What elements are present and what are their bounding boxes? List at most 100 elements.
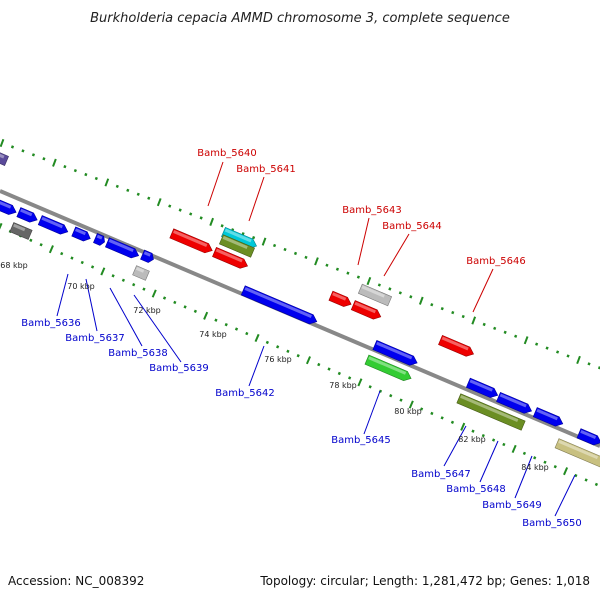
outer-tick-mark bbox=[440, 307, 444, 311]
outer-tick-mark bbox=[409, 295, 413, 299]
outer-tick-mark bbox=[388, 287, 392, 291]
outer-tick-mark bbox=[418, 296, 424, 305]
kbp-label: 84 kbp bbox=[521, 463, 549, 472]
gene-label: Bamb_5643 bbox=[342, 205, 402, 216]
label-leader bbox=[248, 176, 265, 222]
outer-tick-mark bbox=[21, 149, 25, 153]
gene-arrow bbox=[240, 285, 318, 325]
outer-tick-mark bbox=[73, 168, 77, 173]
inner-tick-mark bbox=[327, 367, 331, 371]
inner-tick-mark bbox=[543, 460, 547, 464]
inner-tick-mark bbox=[265, 340, 269, 345]
kbp-label: 72 kbp bbox=[133, 306, 161, 315]
inner-tick-mark bbox=[224, 322, 228, 327]
kbp-label: 80 kbp bbox=[394, 407, 422, 416]
inner-tick-mark bbox=[245, 331, 249, 336]
gene-label: Bamb_5644 bbox=[382, 221, 442, 232]
gene-arrow bbox=[212, 246, 248, 269]
gene-label: Bamb_5649 bbox=[482, 500, 542, 511]
outer-tick-mark bbox=[566, 354, 570, 358]
inner-tick-mark bbox=[70, 256, 74, 260]
gene-arrow bbox=[357, 283, 393, 307]
topology-value: circular bbox=[320, 574, 365, 588]
label-leader-lines bbox=[56, 161, 576, 517]
outer-tick-mark bbox=[471, 316, 477, 325]
inner-tick-mark bbox=[142, 287, 146, 291]
outer-tick-mark bbox=[104, 178, 110, 187]
inner-tick-mark bbox=[430, 411, 434, 416]
label-leader bbox=[443, 425, 467, 467]
label-leader bbox=[85, 278, 98, 332]
outer-tick-mark bbox=[461, 314, 465, 319]
inner-tick-mark bbox=[173, 300, 177, 305]
gene-label: Bamb_5639 bbox=[149, 363, 209, 374]
inner-tick-mark bbox=[254, 333, 260, 343]
gene-arrow bbox=[140, 249, 154, 263]
outer-tick-mark bbox=[555, 350, 560, 354]
gene-arrow bbox=[0, 198, 17, 215]
inner-tick-mark bbox=[533, 456, 537, 460]
inner-tick-mark bbox=[203, 311, 209, 320]
outer-tick-mark bbox=[178, 208, 182, 212]
kbp-label: 68 kbp bbox=[0, 261, 28, 270]
inner-tick-track bbox=[0, 222, 599, 487]
gene-arrow bbox=[0, 152, 9, 166]
inner-tick-mark bbox=[440, 416, 444, 420]
inner-tick-mark bbox=[48, 245, 54, 254]
stats-footer: Topology: circular; Length: 1,281,472 bp… bbox=[260, 574, 590, 588]
inner-tick-mark bbox=[29, 238, 33, 242]
kbp-label: 78 kbp bbox=[329, 381, 357, 390]
outer-tick-mark bbox=[220, 224, 224, 228]
gene-arrow bbox=[219, 234, 255, 258]
inner-tick-mark bbox=[522, 451, 527, 456]
accession-footer: Accession: NC_008392 bbox=[8, 574, 144, 588]
outer-tick-mark bbox=[535, 342, 539, 346]
inner-tick-mark bbox=[100, 267, 106, 276]
gene-arrow bbox=[93, 233, 105, 246]
outer-tick-mark bbox=[366, 276, 372, 286]
outer-tick-mark bbox=[0, 138, 5, 148]
inner-tick-mark bbox=[296, 354, 300, 358]
gene-arrow bbox=[37, 215, 69, 235]
gene-arrow bbox=[350, 300, 382, 320]
label-leader bbox=[472, 268, 494, 313]
inner-tick-mark bbox=[132, 283, 136, 287]
inner-tick-mark bbox=[90, 265, 95, 269]
inner-tick-mark bbox=[60, 251, 64, 256]
gene-arrow bbox=[71, 226, 91, 242]
inner-tick-mark bbox=[584, 478, 588, 482]
inner-tick-mark bbox=[111, 274, 115, 278]
inner-tick-mark bbox=[563, 467, 569, 476]
gene-label: Bamb_5648 bbox=[446, 484, 506, 495]
gene-arrow bbox=[169, 228, 213, 254]
kbp-label: 82 kbp bbox=[458, 435, 486, 444]
outer-tick-mark bbox=[293, 251, 298, 256]
label-leader bbox=[357, 217, 370, 266]
gene-label: Bamb_5641 bbox=[236, 164, 296, 175]
outer-tick-mark bbox=[168, 204, 172, 208]
inner-tick-mark bbox=[214, 318, 218, 322]
length-value: 1,281,472 bp bbox=[421, 574, 502, 588]
label-leader bbox=[554, 474, 576, 517]
inner-tick-mark bbox=[502, 442, 506, 447]
kbp-label: 70 kbp bbox=[67, 282, 95, 291]
label-leader bbox=[383, 233, 410, 277]
outer-tick-mark bbox=[398, 291, 402, 295]
inner-tick-mark bbox=[553, 465, 557, 469]
outer-tick-mark bbox=[261, 237, 267, 246]
outer-tick-mark bbox=[52, 158, 57, 167]
gene-arrow bbox=[456, 393, 526, 431]
inner-tick-mark bbox=[0, 222, 3, 230]
inner-tick-mark bbox=[450, 420, 455, 424]
inner-tick-mark bbox=[162, 296, 167, 300]
gene-arrow bbox=[576, 428, 600, 446]
gene-arrow bbox=[465, 377, 499, 398]
outer-tick-mark bbox=[451, 310, 455, 315]
inner-tick-mark bbox=[348, 376, 352, 380]
outer-tick-mark bbox=[283, 247, 287, 252]
outer-tick-mark bbox=[199, 216, 203, 220]
outer-tick-mark bbox=[31, 153, 36, 157]
inner-tick-mark bbox=[357, 378, 363, 387]
